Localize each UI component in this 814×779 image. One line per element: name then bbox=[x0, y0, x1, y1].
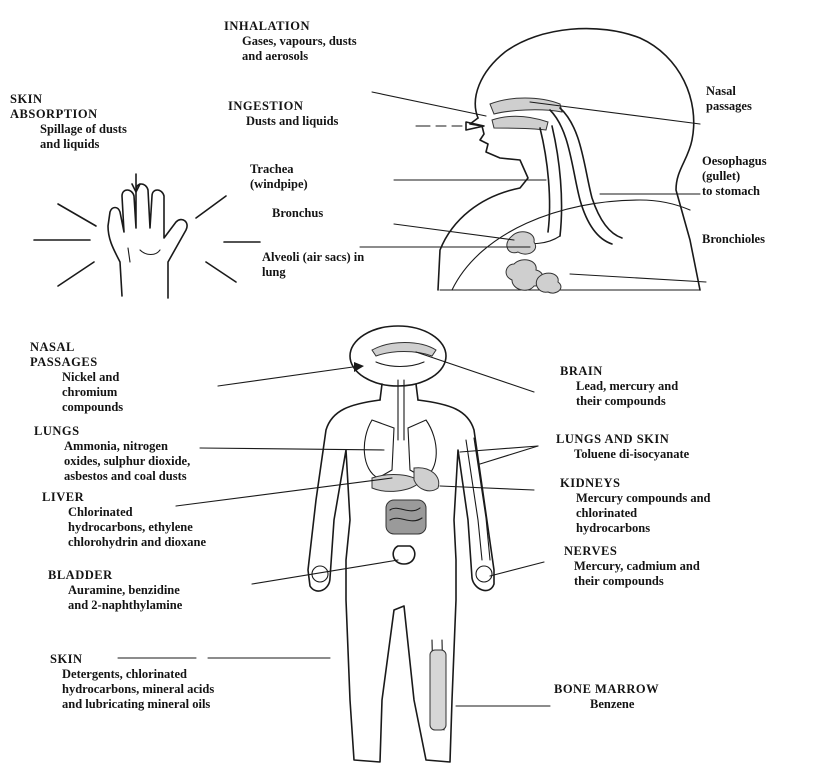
label-lungs-desc-1: Ammonia, nitrogen bbox=[34, 439, 190, 454]
label-skin-absorption-title-2: ABSORPTION bbox=[10, 107, 127, 122]
label-kidneys-title: KIDNEYS bbox=[560, 476, 711, 491]
label-lungs-and-skin-desc-1: Toluene di-isocyanate bbox=[556, 447, 689, 462]
label-nerves-title: NERVES bbox=[564, 544, 700, 559]
label-bronchus: Bronchus bbox=[272, 206, 323, 221]
label-brain: BRAIN Lead, mercury and their compounds bbox=[560, 364, 678, 409]
label-skin-absorption-title-1: SKIN bbox=[10, 92, 127, 107]
label-oesophagus-2: (gullet) bbox=[702, 169, 767, 184]
label-bone-marrow: BONE MARROW Benzene bbox=[554, 682, 659, 712]
label-skin-desc-3: and lubricating mineral oils bbox=[50, 697, 214, 712]
label-nerves: NERVES Mercury, cadmium and their compou… bbox=[564, 544, 700, 589]
label-brain-desc-1: Lead, mercury and bbox=[560, 379, 678, 394]
label-alveoli-2: lung bbox=[262, 265, 364, 280]
label-nasal-passages-top: Nasal passages bbox=[706, 84, 752, 114]
label-skin-absorption-desc-1: Spillage of dusts bbox=[10, 122, 127, 137]
label-bronchioles: Bronchioles bbox=[702, 232, 765, 247]
label-lungs-and-skin: LUNGS AND SKIN Toluene di-isocyanate bbox=[556, 432, 689, 462]
label-bladder-desc-1: Auramine, benzidine bbox=[48, 583, 182, 598]
label-liver-desc-3: chlorohydrin and dioxane bbox=[42, 535, 206, 550]
label-nasal-passages-body-desc-3: compounds bbox=[30, 400, 123, 415]
head-profile-illustration bbox=[438, 29, 700, 294]
label-trachea-2: (windpipe) bbox=[250, 177, 308, 192]
label-nasal-passages-body-title-2: PASSAGES bbox=[30, 355, 123, 370]
label-skin-desc-2: hydrocarbons, mineral acids bbox=[50, 682, 214, 697]
label-bronchioles-title: Bronchioles bbox=[702, 232, 765, 247]
label-bronchus-title: Bronchus bbox=[272, 206, 323, 221]
label-lungs-title: LUNGS bbox=[34, 424, 190, 439]
label-brain-desc-2: their compounds bbox=[560, 394, 678, 409]
label-nerves-desc-1: Mercury, cadmium and bbox=[564, 559, 700, 574]
label-lungs-desc-3: asbestos and coal dusts bbox=[34, 469, 190, 484]
label-skin: SKIN Detergents, chlorinated hydrocarbon… bbox=[50, 652, 214, 712]
label-trachea-1: Trachea bbox=[250, 162, 308, 177]
label-skin-absorption-desc-2: and liquids bbox=[10, 137, 127, 152]
label-lungs-desc-2: oxides, sulphur dioxide, bbox=[34, 454, 190, 469]
label-liver-desc-1: Chlorinated bbox=[42, 505, 206, 520]
label-brain-title: BRAIN bbox=[560, 364, 678, 379]
label-ingestion-title: INGESTION bbox=[228, 99, 303, 113]
label-bone-marrow-desc-1: Benzene bbox=[554, 697, 659, 712]
label-inhalation-desc-1: Gases, vapours, dusts bbox=[224, 34, 357, 49]
label-ingestion-desc-1: Dusts and liquids bbox=[228, 114, 338, 129]
human-body-illustration bbox=[308, 326, 494, 762]
label-skin-desc-1: Detergents, chlorinated bbox=[50, 667, 214, 682]
label-kidneys-desc-2: chlorinated bbox=[560, 506, 711, 521]
label-bladder-title: BLADDER bbox=[48, 568, 182, 583]
label-bladder-desc-2: and 2-naphthylamine bbox=[48, 598, 182, 613]
label-oesophagus-1: Oesophagus bbox=[702, 154, 767, 169]
label-liver-desc-2: hydrocarbons, ethylene bbox=[42, 520, 206, 535]
label-trachea: Trachea (windpipe) bbox=[250, 162, 308, 192]
label-skin-absorption: SKIN ABSORPTION Spillage of dusts and li… bbox=[10, 92, 127, 152]
label-kidneys-desc-3: hydrocarbons bbox=[560, 521, 711, 536]
label-oesophagus-3: to stomach bbox=[702, 184, 767, 199]
label-kidneys-desc-1: Mercury compounds and bbox=[560, 491, 711, 506]
label-nasal-passages-top-2: passages bbox=[706, 99, 752, 114]
label-bone-marrow-title: BONE MARROW bbox=[554, 682, 659, 697]
label-lungs-and-skin-title: LUNGS AND SKIN bbox=[556, 432, 689, 447]
label-nasal-passages-top-1: Nasal bbox=[706, 84, 752, 99]
label-oesophagus: Oesophagus (gullet) to stomach bbox=[702, 154, 767, 199]
label-inhalation: INHALATION Gases, vapours, dusts and aer… bbox=[224, 18, 357, 64]
label-liver-title: LIVER bbox=[42, 490, 206, 505]
label-kidneys: KIDNEYS Mercury compounds and chlorinate… bbox=[560, 476, 711, 536]
label-nasal-passages-body: NASAL PASSAGES Nickel and chromium compo… bbox=[30, 340, 123, 415]
label-liver: LIVER Chlorinated hydrocarbons, ethylene… bbox=[42, 490, 206, 550]
label-nerves-desc-2: their compounds bbox=[564, 574, 700, 589]
label-alveoli-1: Alveoli (air sacs) in bbox=[262, 250, 364, 265]
label-alveoli: Alveoli (air sacs) in lung bbox=[262, 250, 364, 280]
label-inhalation-title: INHALATION bbox=[224, 19, 310, 33]
label-nasal-passages-body-title-1: NASAL bbox=[30, 340, 123, 355]
label-bladder: BLADDER Auramine, benzidine and 2-naphth… bbox=[48, 568, 182, 613]
label-inhalation-desc-2: and aerosols bbox=[224, 49, 357, 64]
hand-exposure-rays bbox=[34, 174, 260, 286]
label-skin-title: SKIN bbox=[50, 652, 214, 667]
label-ingestion: INGESTION Dusts and liquids bbox=[228, 98, 338, 129]
label-nasal-passages-body-desc-1: Nickel and bbox=[30, 370, 123, 385]
label-nasal-passages-body-desc-2: chromium bbox=[30, 385, 123, 400]
label-lungs: LUNGS Ammonia, nitrogen oxides, sulphur … bbox=[34, 424, 190, 484]
hand-illustration bbox=[108, 184, 187, 298]
